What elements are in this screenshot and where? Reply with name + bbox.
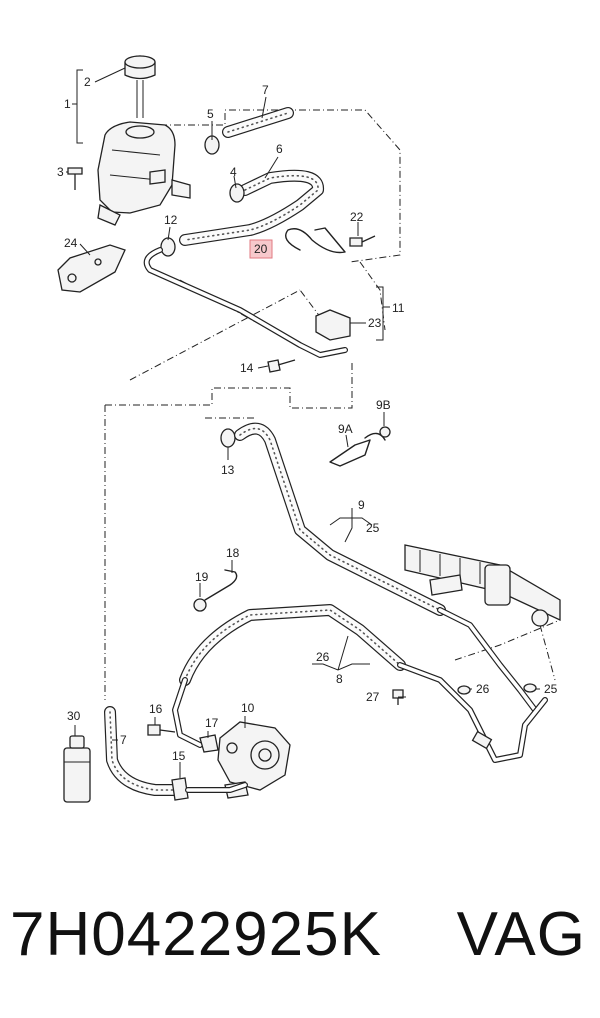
steering-rack [404, 544, 561, 627]
callout-25: 25 [366, 521, 380, 535]
callout-7b: 7 [120, 733, 127, 747]
leader-lines [66, 67, 540, 778]
upper-small-parts [57, 227, 376, 373]
bracket-24 [57, 244, 126, 293]
callout-25b: 25 [544, 682, 558, 696]
callout-20: 20 [254, 242, 268, 256]
pressure-hose-9 [220, 422, 538, 713]
brand-label: VAG [456, 900, 586, 969]
callout-1: 1 [64, 97, 71, 111]
reservoir-assembly [67, 55, 191, 226]
bolt-3 [67, 167, 83, 190]
callout-27: 27 [366, 690, 380, 704]
fluid-bottle [63, 735, 91, 803]
callout-12: 12 [164, 213, 178, 227]
pressure-pipe-8 [172, 604, 548, 763]
highlight-box-20 [249, 239, 273, 259]
callout-2: 2 [84, 75, 91, 89]
callout-15: 15 [172, 749, 186, 763]
callout-labels: 1 2 3 4 5 6 7 7 8 9 9A 9B 10 11 12 13 14… [57, 75, 558, 763]
callout-30: 30 [67, 709, 81, 723]
bolt-14 [267, 359, 296, 373]
footer: 7H0422925K VAG [0, 890, 600, 980]
callout-9B: 9B [376, 398, 391, 412]
callout-10: 10 [241, 701, 255, 715]
holder-23 [315, 309, 351, 341]
callout-9A: 9A [338, 422, 353, 436]
clips-9a-9b [329, 426, 391, 467]
reservoir-tank [97, 121, 176, 214]
callout-14: 14 [240, 361, 254, 375]
retaining-clip-20 [285, 227, 346, 254]
callout-6: 6 [276, 142, 283, 156]
callout-23: 23 [368, 316, 382, 330]
callout-11: 11 [392, 301, 405, 315]
parts-diagram: 1 2 3 4 5 6 7 7 8 9 9A 9B 10 11 12 13 14… [57, 55, 561, 803]
suction-hose-lower [104, 706, 248, 801]
callout-16: 16 [149, 702, 163, 716]
bolt-16 [147, 724, 176, 736]
callout-22: 22 [350, 210, 364, 224]
callout-17: 17 [205, 716, 219, 730]
callout-7: 7 [262, 83, 269, 97]
callout-24: 24 [64, 236, 78, 250]
callout-4: 4 [230, 165, 237, 179]
clip-18-nut-19 [193, 569, 238, 612]
return-pipe [143, 247, 348, 358]
callout-8: 8 [336, 672, 343, 686]
callout-19: 19 [195, 570, 209, 584]
callout-26: 26 [316, 650, 330, 664]
callout-3: 3 [57, 165, 64, 179]
part-number: 7H0422925K [10, 900, 382, 969]
callout-18: 18 [226, 546, 240, 560]
callout-9: 9 [358, 498, 365, 512]
callout-5: 5 [207, 107, 214, 121]
callout-26b: 26 [476, 682, 490, 696]
callout-13: 13 [221, 463, 235, 477]
banjo-15 [171, 777, 189, 801]
fastener-22 [349, 235, 376, 247]
